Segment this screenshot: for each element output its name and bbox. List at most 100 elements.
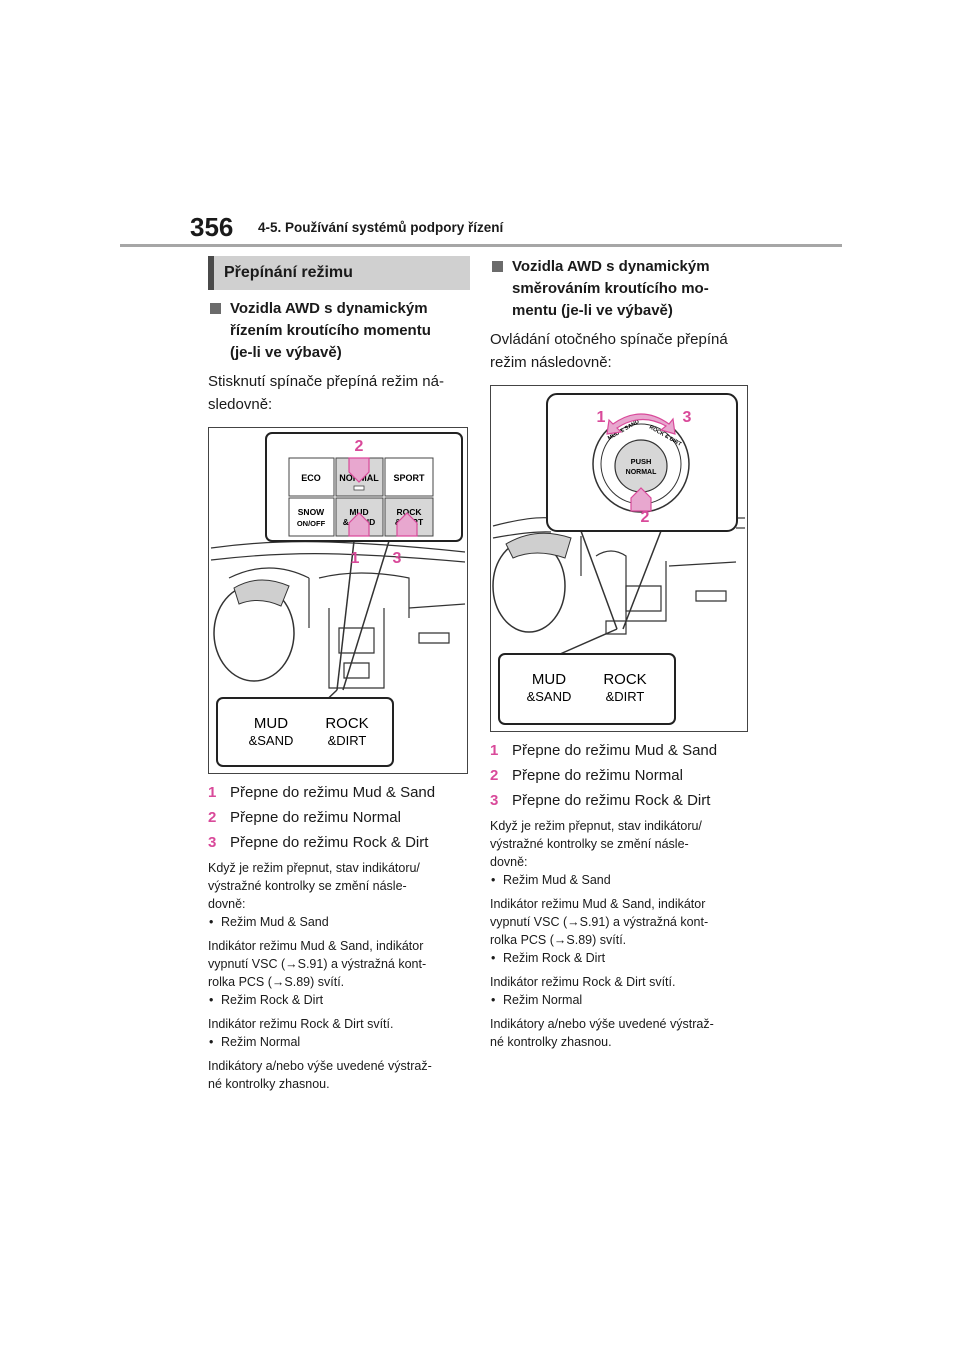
step-item: 2 Přepne do režimu Normal [208, 805, 470, 830]
bullet-item: •Režim Mud & Sand [491, 873, 611, 887]
bullet-item: •Režim Mud & Sand [209, 915, 329, 929]
switch-panel-zoom: ECO NORMAL SPORT SNOW ON/OFF MUD & SAND … [265, 432, 463, 567]
square-bullet-icon [492, 261, 503, 272]
step-text: Přepne do režimu Normal [512, 767, 683, 784]
right-figure: PUSH NORMAL MUD & SAND ROCK & DIRT 1 3 2… [490, 385, 748, 732]
right-figure-illustration: PUSH NORMAL MUD & SAND ROCK & DIRT 1 3 2… [492, 393, 745, 725]
step-text: Přepne do režimu Rock & Dirt [512, 792, 711, 809]
note-line: vypnutí VSC (→S.91) a výstražná kont- [208, 957, 427, 971]
header-rule [120, 244, 842, 247]
note-line: Indikátor režimu Mud & Sand, indikátor [208, 939, 424, 953]
knob-zoom: PUSH NORMAL MUD & SAND ROCK & DIRT 1 3 2 [546, 393, 738, 532]
right-heading-line: Vozidla AWD s dynamickým [512, 258, 710, 275]
step-number: 3 [208, 834, 217, 851]
steering-wheel [492, 532, 572, 633]
knob-normal-label: NORMAL [626, 469, 657, 476]
indicator-rock-label: ROCK [325, 715, 368, 732]
left-notes: Když je režim přepnut, stav indikátoru/ … [208, 859, 470, 1093]
indicator-mud-label: MUD [254, 715, 288, 732]
indicator-sand-label: &SAND [527, 689, 572, 704]
left-heading: Vozidla AWD s dynamickým řízením kroutíc… [208, 298, 470, 364]
right-intro-line: režim následovně: [490, 354, 612, 371]
note-line: rolka PCS (→S.89) svítí. [208, 975, 345, 989]
note-line: né kontrolky zhasnou. [208, 1077, 330, 1091]
note-line: rolka PCS (→S.89) svítí. [490, 933, 627, 947]
left-intro-line: sledovně: [208, 396, 273, 413]
note-line: Když je režim přepnut, stav indikátoru/ [490, 819, 702, 833]
left-figure: ECO NORMAL SPORT SNOW ON/OFF MUD & SAND … [208, 427, 468, 774]
bullet-text: Režim Normal [503, 993, 583, 1007]
bullet-text: Režim Mud & Sand [221, 915, 329, 929]
dashboard-lines [492, 517, 745, 635]
note-line: Indikátor režimu Rock & Dirt svítí. [208, 1017, 394, 1031]
right-heading: Vozidla AWD s dynamickým směrováním krou… [490, 256, 752, 322]
indicator-mud-label: MUD [532, 671, 566, 688]
indicator-sand-label: &SAND [249, 733, 294, 748]
section-header: 4-5. Používání systémů podpory řízení [258, 220, 504, 235]
note-line: výstražné kontrolky se změní násle- [208, 879, 407, 893]
note-line: dovně: [490, 855, 528, 869]
note-line: dovně: [208, 897, 246, 911]
step-number: 2 [490, 767, 499, 784]
left-intro-line: Stisknutí spínače přepíná režim ná- [208, 373, 444, 390]
snow-button-label: SNOW [298, 507, 325, 517]
bullet-text: Režim Rock & Dirt [221, 993, 324, 1007]
indicator-dirt-label: &DIRT [328, 733, 367, 748]
bullet-item: •Režim Rock & Dirt [491, 951, 606, 965]
push-label: PUSH [631, 457, 652, 466]
step-item: 1 Přepne do režimu Mud & Sand [208, 780, 470, 805]
right-heading-line: mentu (je-li ve výbavě) [512, 302, 673, 319]
indicator-panel-zoom: MUD &SAND ROCK &DIRT [216, 697, 394, 767]
left-intro: Stisknutí spínače přepíná režim ná- sled… [208, 370, 470, 416]
note-line: Indikátor režimu Rock & Dirt svítí. [490, 975, 676, 989]
step-number: 3 [490, 792, 499, 809]
square-bullet-icon [210, 303, 221, 314]
arrow-down-icon [348, 457, 370, 483]
step-text: Přepne do režimu Rock & Dirt [230, 834, 429, 851]
page-number: 356 [190, 212, 234, 242]
callout-1: 1 [351, 550, 360, 567]
bullet-item: •Režim Normal [209, 1035, 301, 1049]
left-figure-illustration: ECO NORMAL SPORT SNOW ON/OFF MUD & SAND … [210, 432, 466, 767]
note-line: Když je režim přepnut, stav indikátoru/ [208, 861, 420, 875]
step-text: Přepne do režimu Mud & Sand [230, 784, 436, 801]
note-line: Indikátory a/nebo výše uvedené výstraž- [490, 1017, 714, 1031]
right-intro-line: Ovládání otočného spínače přepíná [490, 331, 728, 348]
step-number: 1 [490, 742, 499, 759]
step-number: 2 [208, 809, 217, 826]
left-heading-line: řízením kroutícího momentu [230, 322, 431, 339]
callout-2: 2 [641, 509, 650, 526]
indicator-dirt-label: &DIRT [606, 689, 645, 704]
right-heading-line: směrováním kroutícího mo- [512, 280, 709, 297]
bullet-item: •Režim Normal [491, 993, 583, 1007]
bullet-text: Režim Mud & Sand [503, 873, 611, 887]
note-line: Indikátory a/nebo výše uvedené výstraž- [208, 1059, 432, 1073]
rotate-arrow-icon [606, 413, 676, 435]
step-item: 3 Přepne do režimu Rock & Dirt [490, 788, 752, 813]
section-title: Přepínání režimu [208, 256, 470, 290]
note-line: né kontrolky zhasnou. [490, 1035, 612, 1049]
arrow-up-icon [630, 487, 652, 512]
callout-3: 3 [683, 409, 692, 426]
left-heading-line: Vozidla AWD s dynamickým [230, 300, 428, 317]
left-column: Přepínání režimu Vozidla AWD s dynamický… [208, 256, 470, 1093]
indicator-panel-zoom: MUD &SAND ROCK &DIRT [498, 653, 676, 725]
bullet-text: Režim Normal [221, 1035, 301, 1049]
left-heading-line: (je-li ve výbavě) [230, 344, 342, 361]
callout-3: 3 [393, 550, 402, 567]
indicator-rock-label: ROCK [603, 671, 646, 688]
step-item: 3 Přepne do režimu Rock & Dirt [208, 830, 470, 855]
step-number: 1 [208, 784, 217, 801]
right-intro: Ovládání otočného spínače přepíná režim … [490, 328, 752, 374]
sport-button-label: SPORT [393, 473, 425, 483]
dashboard-lines [210, 541, 466, 689]
step-text: Přepne do režimu Normal [230, 809, 401, 826]
note-line: vypnutí VSC (→S.91) a výstražná kont- [490, 915, 709, 929]
note-line: Indikátor režimu Mud & Sand, indikátor [490, 897, 706, 911]
callout-1: 1 [597, 409, 606, 426]
callout-2: 2 [355, 438, 364, 455]
arrow-up-icon [396, 512, 418, 537]
note-line: výstražné kontrolky se změní násle- [490, 837, 689, 851]
